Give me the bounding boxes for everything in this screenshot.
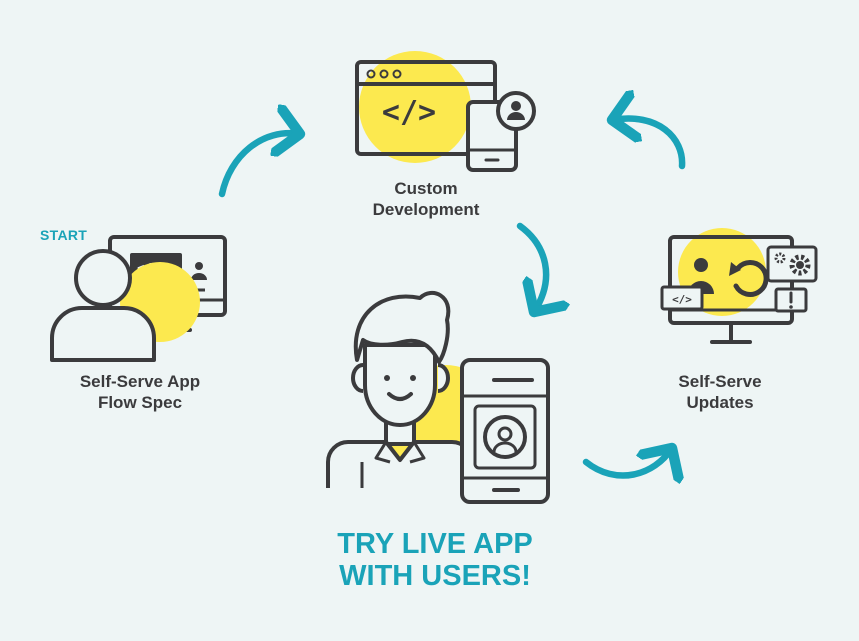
arrow-app-to-updates (582, 448, 672, 476)
code-glyph: </> (382, 95, 436, 130)
cta-line-2: WITH USERS! (339, 560, 531, 592)
self-serve-spec-label: Self-Serve App Flow Spec (55, 371, 225, 413)
custom-development-label: Custom Development (341, 178, 511, 220)
self-serve-updates-label: Self-Serve Updates (645, 371, 795, 413)
custom-development-line-2: Development (372, 200, 480, 219)
self-serve-updates-line-2: Updates (686, 393, 754, 412)
arrow-spec-to-development (218, 133, 300, 198)
arrow-updates-to-development (612, 119, 686, 170)
cta-line-1: TRY LIVE APP (337, 528, 533, 560)
custom-development-line-1: Custom (394, 179, 458, 198)
updates-monitor-icon: </> (660, 228, 818, 344)
arrow-development-to-app (516, 222, 546, 312)
code-glyph-box: </> (672, 293, 692, 306)
start-label: START (40, 227, 88, 243)
self-serve-updates-line-1: Self-Serve (678, 372, 762, 391)
self-serve-spec-line-1: Self-Serve App (79, 372, 201, 391)
code-window-icon: </> (355, 51, 536, 172)
try-live-app-heading: TRY LIVE APP WITH USERS! (295, 528, 575, 592)
self-serve-spec-line-2: Flow Spec (97, 393, 183, 412)
user-with-phone-icon (326, 291, 550, 504)
spec-monitor-icon: </> (50, 235, 227, 362)
